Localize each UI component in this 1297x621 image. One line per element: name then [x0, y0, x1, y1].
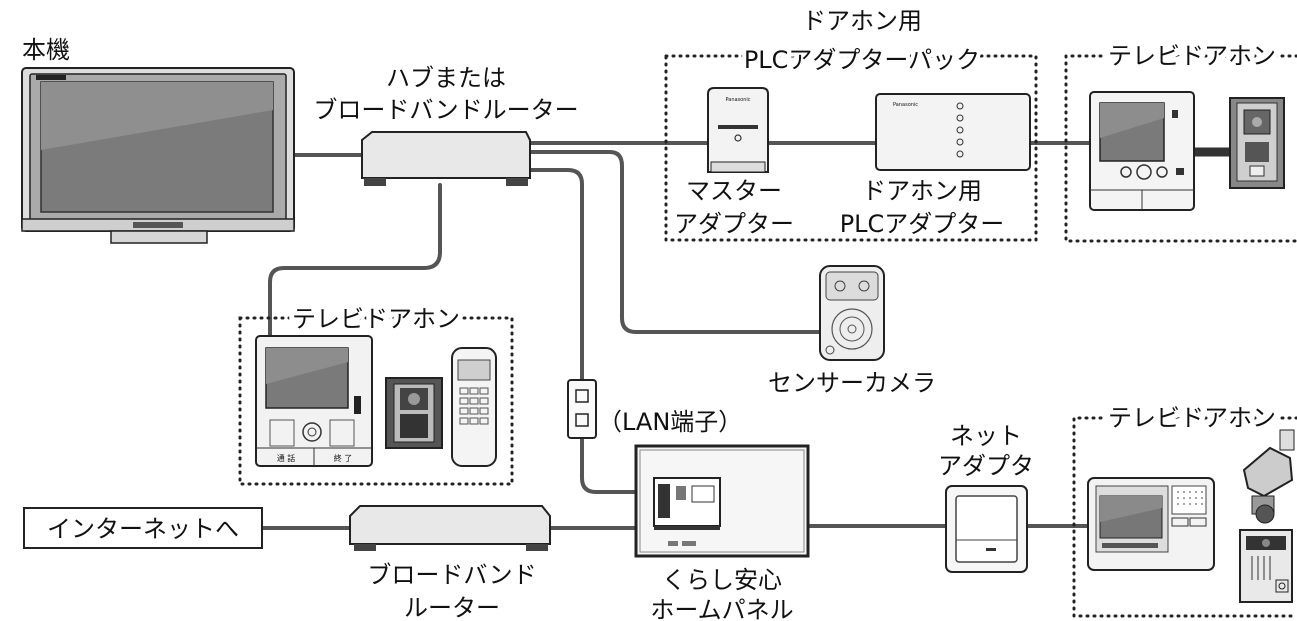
group-boxes	[238, 54, 1297, 618]
tv-device	[21, 67, 295, 244]
handset-call-label: 通 話	[277, 453, 296, 463]
cable-hub-doorphone	[268, 183, 442, 338]
tvdoorphone-mid-box	[238, 316, 514, 486]
plc-pack-box	[664, 54, 1038, 242]
cables	[260, 141, 1092, 530]
handset-end-label: 終 了	[334, 453, 353, 463]
label-master-line1: マスター	[686, 177, 782, 205]
cable-hub-homepanel	[528, 168, 638, 494]
cable-hub-sensorcamera	[528, 150, 822, 334]
label-tvdoorphone-bottom: テレビドアホン	[1108, 404, 1276, 432]
label-honki: 本機	[22, 36, 70, 64]
label-tvdoorphone-mid: テレビドアホン	[292, 305, 460, 333]
label-sensor-camera: センサーカメラ	[768, 369, 936, 397]
label-master-line2: アダプター	[674, 210, 794, 238]
label-plc-pack-line2: PLCアダプターパック	[744, 46, 980, 74]
label-internet: インターネットへ	[47, 515, 239, 543]
labels: 本機 ハブまたは ブロードバンドルーター ドアホン用 PLCアダプターパック マ…	[22, 7, 1281, 621]
plc-adapter: Panasonic	[875, 93, 1031, 171]
label-home-panel-line1: くらし安心	[662, 566, 782, 594]
bottom-door-station	[1239, 529, 1293, 603]
net-adapter	[945, 485, 1028, 573]
master-brand: Panasonic	[725, 97, 750, 103]
bb-router	[349, 505, 551, 551]
label-hub-line2: ブロードバンドルーター	[313, 96, 578, 124]
tvdoorphone-top-box	[1064, 54, 1297, 243]
tvdoorphone-bottom-box	[1072, 416, 1297, 618]
top-door-station	[1229, 97, 1285, 189]
middle-monitor: 通 話 終 了	[255, 335, 373, 467]
label-tvdoorphone-top: テレビドアホン	[1108, 42, 1276, 70]
label-bb-router-line1: ブロードバンド	[367, 561, 536, 589]
home-panel	[634, 444, 810, 558]
internet-box	[23, 507, 263, 549]
lan-port	[567, 379, 597, 439]
middle-door-station	[385, 377, 443, 449]
security-camera	[1242, 429, 1295, 524]
master-adapter: Panasonic	[707, 87, 769, 173]
label-plc-pack-line1: ドアホン用	[802, 7, 922, 35]
label-net-adapter-line1: ネット	[950, 422, 1022, 450]
bottom-monitor	[1087, 477, 1215, 571]
label-net-adapter-line2: アダプタ	[938, 452, 1034, 480]
label-home-panel-line2: ホームパネル	[650, 596, 793, 621]
sensor-camera	[819, 265, 885, 361]
hub-router	[361, 131, 531, 186]
label-plc-adapter-line2: PLCアダプター	[840, 210, 1005, 238]
label-plc-adapter-line1: ドアホン用	[862, 177, 982, 205]
label-lan-port: （LAN端子）	[598, 408, 742, 436]
wireless-handset	[451, 347, 497, 467]
top-monitor	[1089, 91, 1195, 211]
label-hub-line1: ハブまたは	[386, 64, 506, 92]
label-bb-router-line2: ルーター	[404, 594, 500, 621]
plc-brand: Panasonic	[893, 102, 918, 108]
